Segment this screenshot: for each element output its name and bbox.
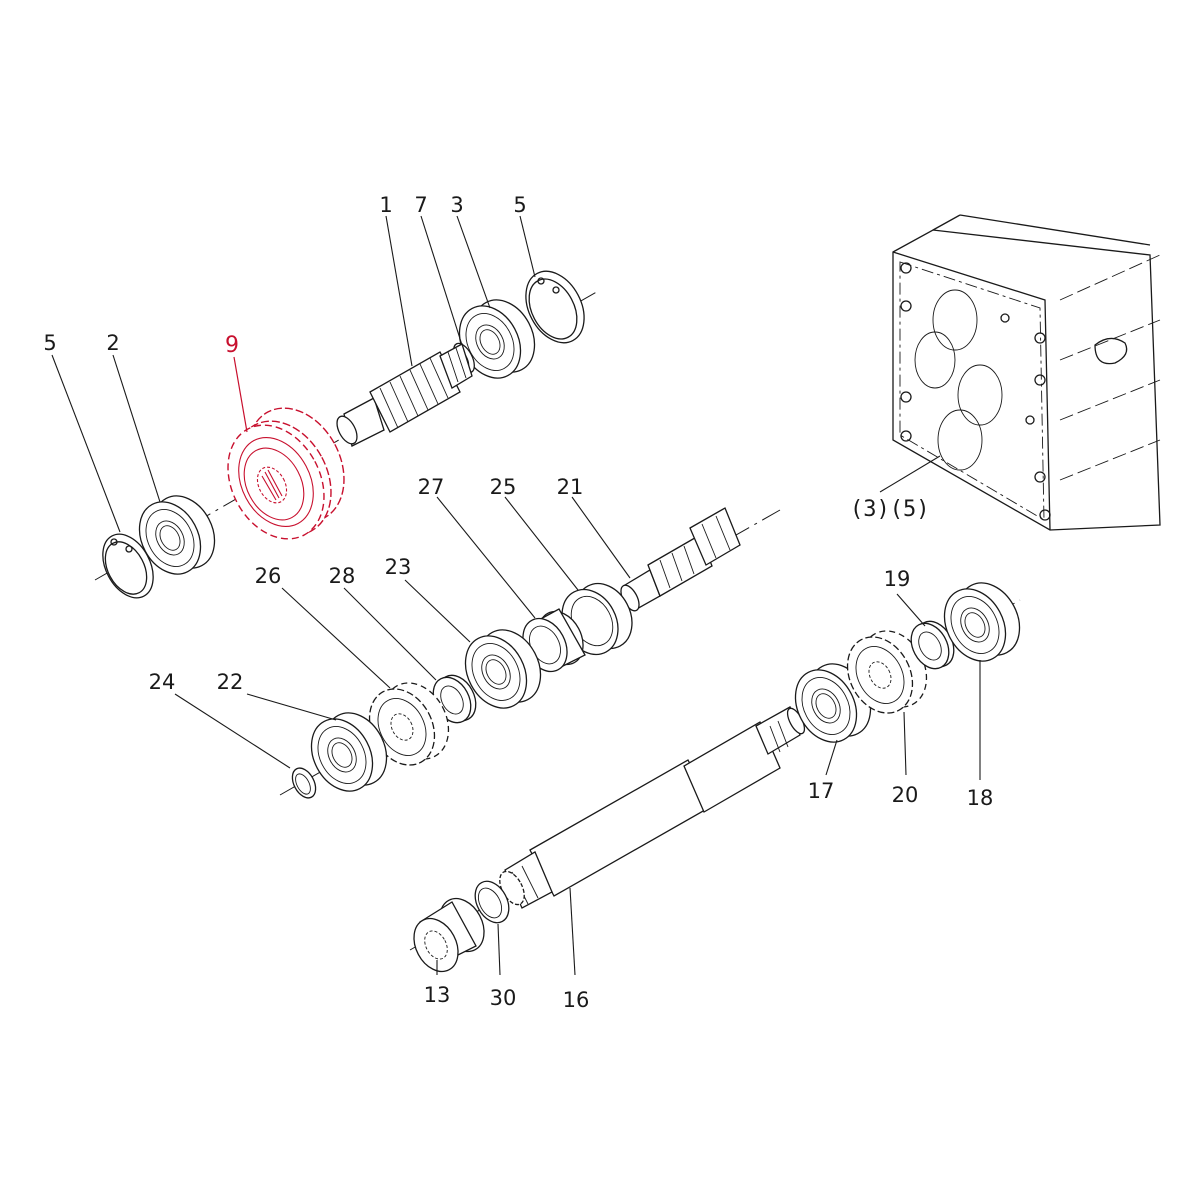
- callout-7[interactable]: 7: [414, 193, 427, 217]
- callout-22[interactable]: 22: [217, 670, 244, 694]
- callout-20[interactable]: 20: [892, 783, 919, 807]
- callout-18[interactable]: 18: [967, 786, 994, 810]
- callout-28[interactable]: 28: [329, 564, 356, 588]
- callout-2[interactable]: 2: [106, 331, 119, 355]
- callout-1[interactable]: 1: [379, 193, 392, 217]
- transmission-housing: [879, 214, 1161, 531]
- callout-5-top[interactable]: 5: [513, 193, 526, 217]
- callout-27[interactable]: 27: [418, 475, 445, 499]
- callout-23[interactable]: 23: [385, 555, 412, 579]
- callout-5-left[interactable]: 5: [43, 331, 56, 355]
- leader-lines: [51, 215, 981, 976]
- part-13-coupling[interactable]: [405, 891, 493, 979]
- callout-9-highlighted[interactable]: 9: [225, 333, 239, 358]
- callout-30[interactable]: 30: [490, 986, 517, 1010]
- part-9-gear-highlighted[interactable]: [209, 391, 363, 555]
- callout-17[interactable]: 17: [808, 779, 835, 803]
- part-1-input-shaft[interactable]: [333, 343, 473, 447]
- part-5-snap-ring-top[interactable]: [514, 261, 596, 353]
- housing-reference-label: (3)(5): [850, 497, 929, 522]
- callout-24[interactable]: 24: [149, 670, 176, 694]
- callout-21[interactable]: 21: [557, 475, 584, 499]
- part-21-counter-shaft[interactable]: [617, 507, 741, 614]
- callout-19[interactable]: 19: [884, 567, 911, 591]
- callout-25[interactable]: 25: [490, 475, 517, 499]
- callout-26[interactable]: 26: [255, 564, 282, 588]
- callout-16[interactable]: 16: [563, 988, 590, 1012]
- part-16-output-shaft[interactable]: [495, 706, 808, 909]
- part-30-circlip[interactable]: [468, 876, 515, 929]
- callout-13[interactable]: 13: [424, 983, 451, 1007]
- callout-3[interactable]: 3: [450, 193, 463, 217]
- part-24-circlip[interactable]: [288, 764, 321, 802]
- part-5-snap-ring-left[interactable]: [93, 526, 164, 607]
